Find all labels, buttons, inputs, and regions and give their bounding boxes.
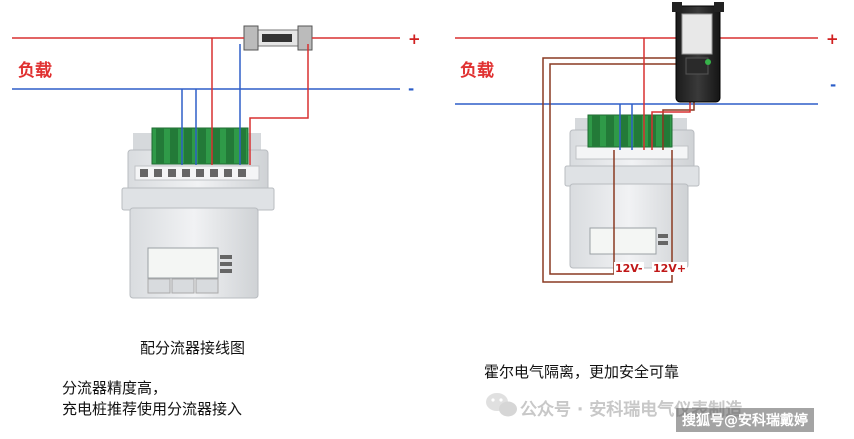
left-meter [121, 127, 275, 299]
left-caption-title: 配分流器接线图 [140, 339, 246, 357]
wechat-icon [486, 393, 517, 417]
left-caption-line-1: 分流器精度高， [62, 379, 168, 397]
left-shunt [243, 25, 313, 51]
right-diagram [455, 2, 818, 283]
left-diagram [12, 25, 400, 299]
right-plus-label: + [826, 30, 839, 48]
left-caption-line-2: 充电桩推荐使用分流器接入 [62, 400, 243, 418]
left-minus-label: - [408, 80, 415, 98]
sohu-watermark: 搜狐号@安科瑞戴婷 [676, 408, 814, 432]
hall-sensor [672, 2, 724, 103]
pin-12v-plus-label: 12V+ [652, 262, 688, 275]
left-load-label: 负载 [18, 61, 52, 81]
left-plus-label: + [408, 30, 421, 48]
right-caption: 霍尔电气隔离，更加安全可靠 [484, 363, 680, 381]
right-load-label: 负载 [460, 61, 494, 81]
right-minus-label: - [830, 76, 837, 94]
pin-12v-minus-label: 12V- [614, 262, 644, 275]
